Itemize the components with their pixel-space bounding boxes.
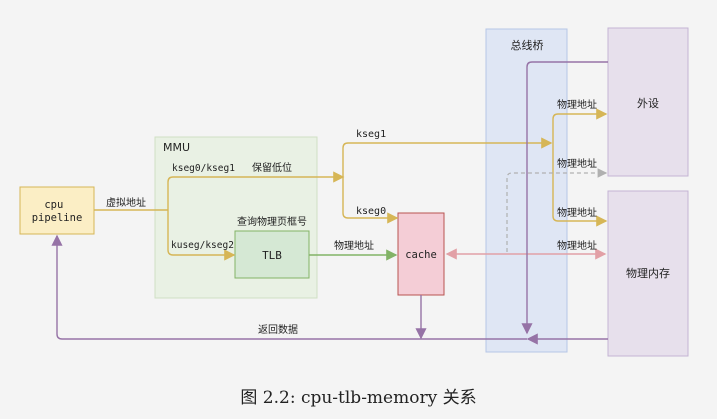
phys-to-peripheral-label: 物理地址: [557, 98, 597, 111]
bus-bridge-label: 总线桥: [511, 38, 544, 52]
peripheral-label: 外设: [637, 97, 659, 110]
tlb-box: [234, 230, 310, 279]
kseg0-label: kseg0: [356, 206, 386, 217]
return-data-label: 返回数据: [258, 323, 298, 336]
peripheral-box: [607, 27, 689, 177]
cpu-pipeline-label: cpu pipeline: [32, 199, 83, 224]
memory-box: [607, 190, 689, 357]
edge-peripheral-return: [521, 61, 608, 335]
cpu-pipeline-box: [19, 186, 95, 235]
edge-kseg0: [342, 177, 399, 224]
cache-label: cache: [405, 249, 437, 261]
edge-kseg01: [167, 171, 345, 210]
virtual-address-label: 虚拟地址: [106, 196, 146, 209]
tlb-label: TLB: [262, 249, 282, 262]
edge-return-data: [51, 234, 527, 340]
edge-kuseg: [167, 210, 236, 261]
phys-dashed-label: 物理地址: [557, 157, 597, 170]
phys-tlb-cache-label: 物理地址: [334, 239, 374, 252]
edge-dashed-peripheral: [506, 168, 608, 252]
edge-bus-to-peripheral: [552, 108, 608, 143]
kseg1-label: kseg1: [356, 129, 386, 140]
keep-low-label: 保留低位: [252, 161, 292, 174]
phys-to-memory-label: 物理地址: [557, 206, 597, 219]
figure-caption: 图 2.2: cpu-tlb-memory 关系: [240, 388, 477, 408]
memory-label: 物理内存: [626, 266, 670, 280]
mmu-label: MMU: [163, 141, 190, 154]
kseg01-label: kseg0/kseg1: [172, 163, 235, 174]
cpu-label-line1: cpu: [44, 199, 63, 211]
edge-bus-to-memory: [552, 143, 608, 227]
cache-box: [397, 212, 445, 296]
cpu-label-line2: pipeline: [32, 212, 83, 224]
kuseg-label: kuseg/kseg2: [171, 240, 234, 251]
phys-cache-mem-label: 物理地址: [557, 239, 597, 252]
query-pfn-label: 查询物理页框号: [237, 215, 307, 228]
edge-kseg1: [342, 137, 553, 177]
